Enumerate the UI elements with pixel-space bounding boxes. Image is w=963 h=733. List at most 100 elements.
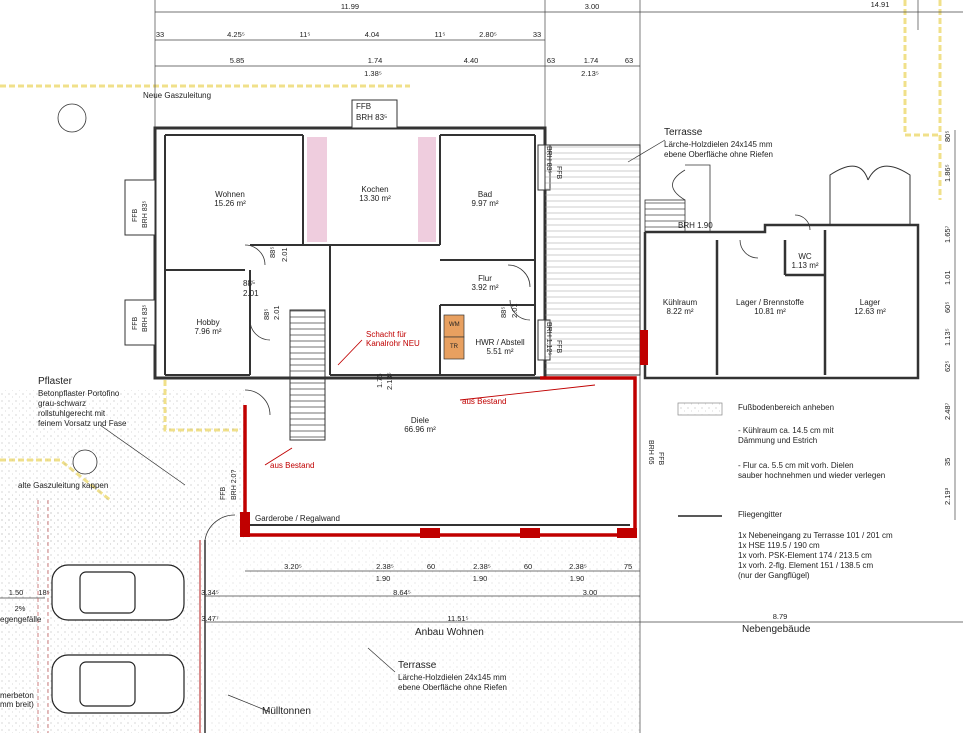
dim-top2-6: 2.80⁵ (479, 30, 497, 39)
laundry-appliances (443, 314, 465, 360)
door-swings (204, 214, 811, 541)
room-name: Flur (478, 274, 492, 283)
brh-left: BRH 2.0? (231, 469, 238, 500)
brh-wohnen: BRH 83⁵ (142, 200, 149, 228)
dim-top-1: 11.99 (340, 2, 360, 11)
brh-top: BRH 83⁵ (356, 113, 388, 122)
dim-top3-5: 1.74 (583, 56, 599, 65)
dim-bot3-3: 8.79 (772, 612, 788, 621)
room-area: 3.92 m² (471, 283, 499, 293)
dim-right-2: 1.86⁵ (943, 164, 952, 182)
label-aus-bestand-1: aus Bestand (462, 397, 507, 406)
room-area: 10.81 m² (754, 307, 786, 317)
dim-top2-5: 11⁵ (434, 30, 446, 39)
dim-right-6: 1.13⁵ (943, 328, 952, 346)
car-icon-1 (51, 564, 185, 621)
label-garderobe: Garderobe / Regalwand (255, 514, 340, 523)
room-flur: Flur 3.92 m² (471, 274, 498, 292)
parking-stripes (37, 500, 49, 733)
dim-top2-4: 4.04 (364, 30, 380, 39)
room-name: Kühlraum (662, 298, 698, 307)
legend-swatches (677, 402, 723, 517)
car-icon-2 (51, 654, 185, 714)
leader-lines (99, 139, 666, 713)
outbuilding-walls (643, 223, 920, 380)
room-hobby: Hobby 7.96 m² (194, 318, 221, 336)
dim-bot1-5: 60 (523, 562, 533, 571)
legend-item: 1x Nebeneingang zu Terrasse 101 / 201 cm (738, 531, 893, 540)
kitchen-counters (307, 137, 436, 242)
dim-right-1: 80⁵ (943, 130, 952, 142)
terrasse-title: Terrasse (664, 127, 703, 138)
door-dim: 88⁵ (262, 308, 271, 320)
randbeton-line2: mm breit) (0, 699, 34, 709)
room-name: Lager (859, 298, 881, 307)
pflaster-line: Betonpflaster Portofino (38, 388, 120, 398)
terrasse-line2: ebene Oberfläche ohne Riefen (664, 149, 773, 159)
dim-bot1-sub-2: 1.90 (472, 574, 488, 583)
dim-right-10: 2.19³ (943, 487, 952, 505)
interior-walls (164, 134, 536, 376)
terrasse-top-label: Terrasse Lärche-Holzdielen 24x145 mm ebe… (664, 127, 773, 160)
dim-top-3: 14.91 (870, 0, 890, 9)
door-dim: 88⁵ (243, 279, 256, 288)
ffb-hobby: FFB (132, 316, 139, 330)
legend-flur: - Flur ca. 5.5 cm mit vorh. Dielen saube… (738, 461, 885, 481)
door-dim: 2.01 (510, 303, 519, 318)
door-dim: 2.01 (272, 305, 281, 320)
door-dim: 2.13⁵ (385, 372, 394, 390)
dim-right-5: 60⁵ (943, 301, 952, 313)
legend-line: - Flur ca. 5.5 cm mit vorh. Dielen (738, 461, 854, 470)
brh-bad: BRH 83⁵ (545, 146, 552, 174)
label-randbeton: merbeton mm breit) (0, 691, 34, 710)
room-area: 5.51 m² (486, 347, 514, 357)
dim-top2-3: 11⁵ (299, 30, 311, 39)
dim-bot2-2: 8.64⁵ (393, 588, 411, 597)
extension-pillars (240, 330, 648, 538)
room-area: 13.30 m² (359, 194, 391, 204)
pflaster-title: Pflaster (38, 376, 72, 387)
dim-top2-7: 33 (532, 30, 542, 39)
pflaster-line: feinem Vorsatz und Fase (38, 418, 127, 428)
dim-right-8: 2.48⁷ (943, 402, 952, 420)
room-lager-brennstoffe: Lager / Brennstoffe 10.81 m² (736, 298, 804, 316)
room-name: Bad (477, 190, 493, 199)
dim-right-7: 62⁵ (943, 360, 952, 372)
pflaster-note: Pflaster Betonpflaster Portofino grau-sc… (38, 376, 127, 429)
dim-right-9: 35 (943, 457, 952, 466)
label-gefaelle: egengefälle (0, 615, 42, 624)
top-dimension-lines (154, 0, 963, 733)
dim-bot2-1: 3.34⁵ (201, 588, 219, 597)
door-dim: 1.75 (375, 373, 384, 388)
dim-top2-2: 4.25⁵ (227, 30, 245, 39)
dim-top3-6: 63 (624, 56, 634, 65)
dim-left-2: 18⁵ (38, 588, 50, 597)
room-area: 9.97 m² (471, 199, 499, 209)
room-area: 8.22 m² (666, 307, 694, 317)
dim-top3-2: 1.74 (367, 56, 383, 65)
pflaster-line: grau-schwarz (38, 398, 87, 408)
room-name: Kochen (361, 185, 389, 194)
room-area: 7.96 m² (194, 327, 222, 337)
room-wohnen: Wohnen 15.26 m² (214, 190, 246, 208)
dim-bot1-4: 2.38⁵ (473, 562, 491, 571)
dim-left-3: 2% (14, 604, 26, 613)
dim-bot1-3: 60 (426, 562, 436, 571)
outbuilding-stair (644, 164, 711, 233)
ffb-left: FFB (220, 486, 227, 500)
room-area: 66.96 m² (404, 425, 436, 435)
room-bad: Bad 9.97 m² (471, 190, 498, 208)
annotation-arrows (264, 339, 596, 466)
terrasse-title: Terrasse (398, 660, 437, 671)
label-alte-gas: alte Gaszuleitung kappen (18, 481, 109, 490)
legend-kuehl: - Kühlraum ca. 14.5 cm mit Dämmung und E… (738, 426, 834, 446)
dim-bot1-7: 75 (623, 562, 633, 571)
dim-right-4: 1.01 (943, 270, 952, 285)
door-dim: 88⁵ (499, 306, 508, 318)
legend-item: (nur der Gangflügel) (738, 571, 810, 580)
room-name: Hobby (196, 318, 220, 327)
label-neue-gas: Neue Gaszuleitung (143, 91, 212, 100)
legend-items: 1x Nebeneingang zu Terrasse 101 / 201 cm… (738, 531, 893, 581)
dim-bot2-3: 3.00 (582, 588, 598, 597)
